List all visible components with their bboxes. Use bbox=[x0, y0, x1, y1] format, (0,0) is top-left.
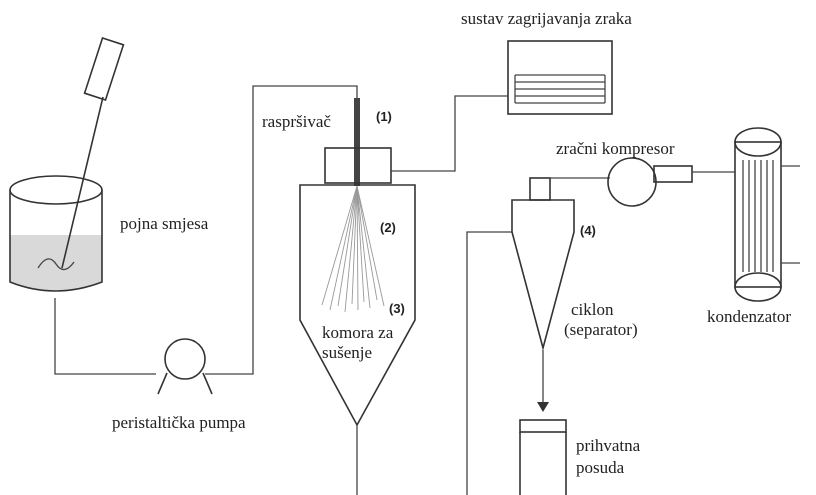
condenser-bottom bbox=[734, 272, 782, 302]
air-heater bbox=[507, 40, 613, 115]
label-compressor: zračni kompresor bbox=[556, 139, 675, 158]
pump-base-left bbox=[157, 372, 168, 395]
label-cyclone-1: ciklon bbox=[571, 300, 614, 319]
label-vessel-2: posuda bbox=[576, 458, 625, 477]
beaker-rim bbox=[9, 175, 103, 205]
cyclone-to-compressor-line bbox=[549, 177, 610, 182]
label-chamber-2: sušenje bbox=[322, 343, 372, 362]
condenser-top bbox=[734, 127, 782, 157]
atomizer-nozzle bbox=[354, 98, 360, 186]
beaker-body bbox=[9, 190, 103, 292]
label-pump: peristaltička pumpa bbox=[112, 413, 246, 432]
marker-4: (4) bbox=[580, 223, 596, 238]
stirrer-shaft bbox=[61, 96, 104, 269]
stirrer-motor bbox=[83, 37, 125, 101]
pump-base-right bbox=[202, 372, 213, 395]
spray-cone bbox=[321, 185, 385, 313]
stirrer-blade bbox=[37, 258, 75, 271]
heater-box bbox=[507, 40, 613, 115]
cyclone-body bbox=[511, 199, 575, 352]
cyclone bbox=[511, 177, 575, 352]
compressor-outlet bbox=[653, 165, 693, 183]
vessel-lid bbox=[519, 419, 567, 433]
feed-beaker bbox=[9, 37, 125, 292]
cyclone-outlet bbox=[529, 177, 551, 201]
pump-rotor bbox=[164, 338, 206, 380]
label-atomizer: raspršivač bbox=[262, 112, 331, 131]
collection-vessel bbox=[519, 419, 567, 495]
feed-line bbox=[54, 298, 156, 375]
chamber-to-cyclone-line bbox=[466, 231, 512, 495]
label-vessel-1: prihvatna bbox=[576, 436, 641, 455]
peristaltic-pump bbox=[157, 338, 213, 395]
condenser-shell bbox=[734, 141, 782, 288]
label-condenser: kondenzator bbox=[707, 307, 791, 326]
chamber-cap bbox=[324, 147, 392, 184]
compressor-body bbox=[607, 157, 657, 207]
arrow-head bbox=[537, 402, 549, 412]
condenser bbox=[734, 127, 800, 302]
label-cyclone-2: (separator) bbox=[564, 320, 638, 339]
marker-1: (1) bbox=[376, 109, 392, 124]
label-heater: sustav zagrijavanja zraka bbox=[461, 9, 632, 28]
label-feed: pojna smjesa bbox=[120, 214, 209, 233]
drying-chamber bbox=[299, 184, 416, 427]
label-chamber-1: komora za bbox=[322, 323, 394, 342]
marker-2: (2) bbox=[380, 220, 396, 235]
marker-3: (3) bbox=[389, 301, 405, 316]
air-compressor bbox=[607, 157, 693, 207]
pump-to-atomizer-line bbox=[205, 85, 358, 375]
hot-air-line bbox=[391, 95, 508, 172]
